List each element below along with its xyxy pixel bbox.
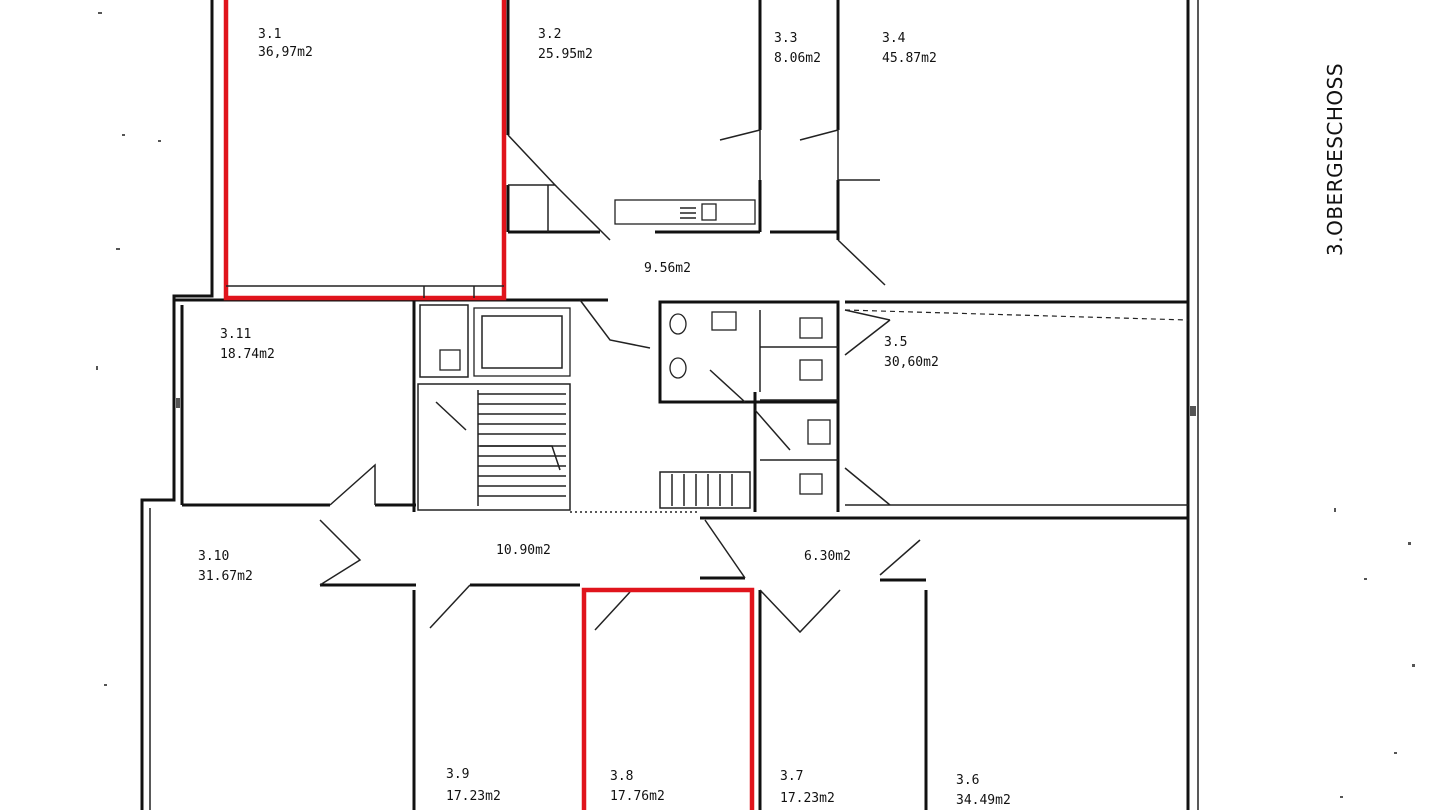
bottom-row-walls — [319, 516, 1188, 810]
corridor-right-area: 6.30m2 — [804, 549, 851, 564]
room-3-10-area: 31.67m2 — [198, 569, 253, 584]
floor-title: 3.OBERGESCHOSS — [1323, 63, 1347, 256]
top-row-walls — [506, 0, 1188, 304]
room-3-1-area: 36,97m2 — [258, 45, 313, 60]
room-3-6-id: 3.6 — [956, 773, 979, 788]
room-3-11-area: 18.74m2 — [220, 347, 275, 362]
room-3-5-id: 3.5 — [884, 335, 907, 350]
room-3-8-highlight[interactable] — [581, 587, 755, 810]
room-labels: 3.1 36,97m2 3.2 25.95m2 3.3 8.06m2 3.4 4… — [198, 27, 1011, 808]
room-3-9-id: 3.9 — [446, 767, 469, 782]
room-3-7-id: 3.7 — [780, 769, 803, 784]
corridor-top-area: 9.56m2 — [644, 261, 691, 276]
room-3-2-area: 25.95m2 — [538, 47, 593, 62]
stair-treads — [435, 390, 566, 506]
room-3-3-id: 3.3 — [774, 31, 797, 46]
outer-walls — [140, 0, 1199, 810]
corridor-left-area: 10.90m2 — [496, 543, 551, 558]
room-3-10-id: 3.10 — [198, 549, 229, 564]
room-3-3-area: 8.06m2 — [774, 51, 821, 66]
room-3-5-area: 30,60m2 — [884, 355, 939, 370]
room-3-4-area: 45.87m2 — [882, 51, 937, 66]
room-3-1-id: 3.1 — [258, 27, 281, 42]
room-3-9-area: 17.23m2 — [446, 789, 501, 804]
scan-specks — [96, 12, 1415, 798]
room-3-8-id: 3.8 — [610, 769, 633, 784]
room-3-7-area: 17.23m2 — [780, 791, 835, 806]
room-3-8-area: 17.76m2 — [610, 789, 665, 804]
room-3-4-id: 3.4 — [882, 31, 906, 46]
room-3-6-area: 34.49m2 — [956, 793, 1011, 808]
room-3-11-id: 3.11 — [220, 327, 251, 342]
core-walls — [174, 298, 1189, 513]
room-3-2-id: 3.2 — [538, 27, 561, 42]
room-3-1-highlight[interactable] — [223, 0, 507, 301]
